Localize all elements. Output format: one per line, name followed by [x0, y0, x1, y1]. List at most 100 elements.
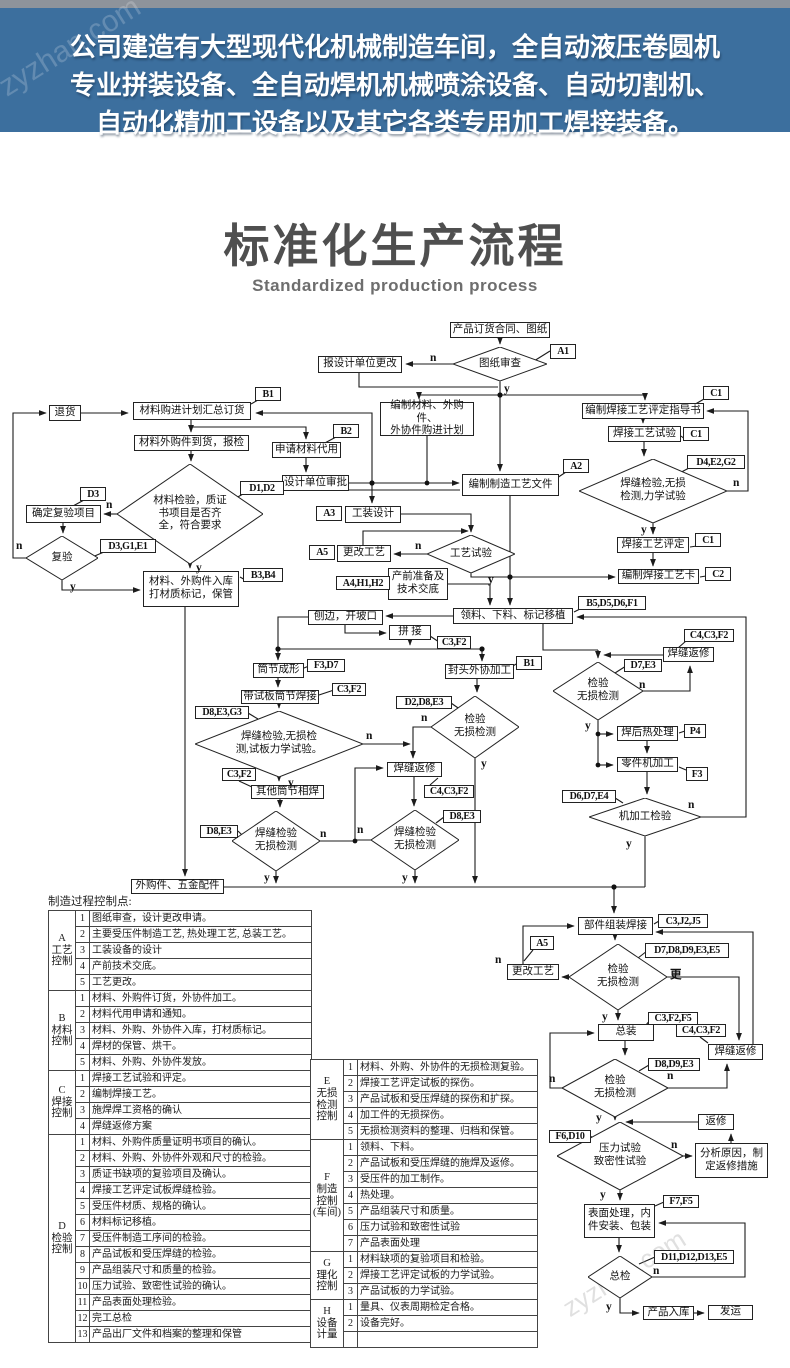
label-d3: D3 [80, 487, 106, 501]
box-final-assembly: 总装 [598, 1024, 654, 1041]
diamond-final-check-text: 总检 [609, 1270, 631, 1282]
control-points-caption: 制造过程控制点: [48, 896, 132, 908]
branch-y-recheck: y [70, 581, 76, 593]
diamond-machining-check-text: 机加工检验 [618, 810, 672, 822]
row-text: 产品表面处理检验。 [89, 1294, 312, 1311]
row-text: 产品试板的力学试验。 [357, 1283, 538, 1300]
group-label: B 材料 控制 [48, 990, 76, 1071]
row-number: 2 [75, 926, 90, 943]
box-manufacture-process-file: 编制制造工艺文件 [462, 474, 559, 496]
box-post-weld-heat: 焊后热处理 [617, 726, 678, 741]
box-splice: 拼 接 [389, 625, 431, 640]
row-number: 3 [75, 1102, 90, 1119]
row-text: 主要受压件制造工艺, 热处理工艺, 总装工艺。 [89, 926, 312, 943]
row-number: 2 [343, 1075, 358, 1092]
row-text: 质证书缺项的复验项目及确认。 [89, 1166, 312, 1183]
row-text: 焊接工艺评定试板的探伤。 [357, 1075, 538, 1092]
label-b3b4: B3,B4 [243, 568, 283, 582]
row-number: 1 [343, 1299, 358, 1316]
branch-y-assembly: y [602, 1011, 608, 1023]
box-weld-procedure-test: 焊接工艺试验 [608, 426, 681, 442]
row-text: 材料、外购、外协件发放。 [89, 1054, 312, 1071]
group-label: A 工艺 控制 [48, 910, 76, 991]
branch-y-headinspect: y [481, 758, 487, 770]
branch-y-finalcheck: y [606, 1301, 612, 1313]
diamond-drawing-review: 图纸审查 [453, 347, 547, 381]
row-text: 热处理。 [357, 1187, 538, 1204]
row-number: 2 [343, 1315, 358, 1332]
row-text: 产品组装尺寸和质量。 [357, 1203, 538, 1220]
row-number: 4 [75, 958, 90, 975]
group-label: G 理化 控制 [310, 1251, 344, 1300]
row-number: 4 [343, 1107, 358, 1124]
row-text: 领料、下料。 [357, 1139, 538, 1156]
label-b5d5d6f1: B5,D5,D6,F1 [578, 596, 646, 610]
header-line-3: 自动化精加工设备以及其它各类专用加工焊接装备。 [95, 108, 694, 138]
label-b1: B1 [255, 387, 281, 401]
diamond-assembly-inspection: 检验 无损检测 [569, 944, 667, 1010]
label-c3j2j5: C3,J2,J5 [658, 914, 708, 928]
label-d4e2g2: D4,E2,G2 [687, 455, 745, 469]
header-banner: 公司建造有大型现代化机械制造车间，全自动液压卷圆机 专业拼装设备、全自动焊机机械… [0, 8, 790, 138]
row-number: 2 [75, 1150, 90, 1167]
diamond-assembly-inspection-text: 检验 无损检测 [597, 964, 639, 988]
label-c4c3f2-right: C4,C3,F2 [684, 629, 734, 642]
label-c1-qualify: C1 [695, 533, 721, 547]
label-c3f2-barrel: C3,F2 [332, 683, 366, 696]
row-text: 产品试板和受压焊缝的探伤和扩探。 [357, 1091, 538, 1108]
box-preproduction: 产前准备及 技术交底 [388, 568, 448, 600]
row-number: 5 [343, 1203, 358, 1220]
row-number: 1 [75, 1134, 90, 1151]
diamond-final-check: 总检 [588, 1256, 652, 1298]
diamond-process-test-text: 工艺试验 [450, 547, 492, 559]
row-text: 产品表面处理 [357, 1235, 538, 1252]
row-text: 材料、外购件质量证明书项目的确认。 [89, 1134, 312, 1151]
group-label: E 无损 检测 控制 [310, 1059, 344, 1140]
group-label: H 设备 计量 [310, 1299, 344, 1348]
branch-y-machcheck: y [626, 838, 632, 850]
branch-n-platetest: n [366, 730, 373, 742]
diamond-pressure-test-text: 压力试验 致密性试验 [593, 1143, 647, 1167]
group-label: D 检验 控制 [48, 1134, 76, 1343]
box-analyze-cause: 分析原因，制 定返修措施 [695, 1143, 768, 1178]
diamond-seam-right-text: 焊缝检验 无损检测 [394, 827, 436, 851]
label-a1: A1 [550, 344, 576, 359]
branch-n-drawing: n [430, 352, 437, 364]
row-number: 9 [75, 1262, 90, 1279]
row-text: 完工总检 [89, 1310, 312, 1327]
box-barrel-forming: 筒节成形 [253, 663, 304, 678]
box-weld-process-card: 编制焊接工艺卡 [618, 569, 699, 584]
branch-geng-assembly: 更 [670, 969, 682, 981]
label-d11d12d13e5: D11,D12,D13,E5 [654, 1250, 734, 1264]
label-a2: A2 [563, 459, 589, 473]
row-text: 施焊焊工资格的确认 [89, 1102, 312, 1119]
row-text: 受压件材质、规格的确认。 [89, 1198, 312, 1215]
row-number: 1 [75, 1070, 90, 1087]
branch-n-finalndt-left: n [549, 1073, 556, 1085]
header-line-1: 公司建造有大型现代化机械制造车间，全自动液压卷圆机 [69, 32, 720, 62]
row-number: 5 [343, 1123, 358, 1140]
branch-y-finalndt: y [596, 1112, 602, 1124]
row-number: 3 [75, 1166, 90, 1183]
row-number: 7 [343, 1235, 358, 1252]
row-number: 1 [75, 990, 90, 1007]
box-shipment: 发运 [708, 1305, 753, 1320]
